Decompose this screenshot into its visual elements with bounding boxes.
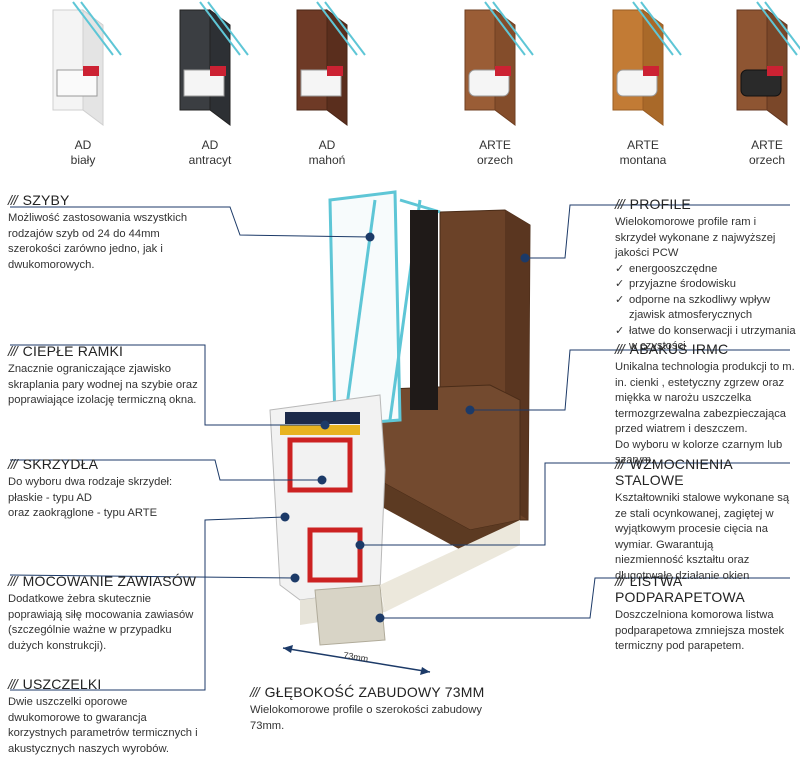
section-text: Możliwość zastosowania wszystkich rodzaj… bbox=[8, 212, 188, 271]
profile-thumbnail-icon bbox=[296, 1, 366, 126]
section-text: Unikalna technologia produkcji to m. in.… bbox=[615, 361, 795, 435]
variant-ad-mahon: AD mahoń bbox=[272, 0, 382, 168]
check-icon: ✓ bbox=[615, 293, 625, 306]
section-title-text: WZMOCNIENIA STALOWE bbox=[615, 456, 733, 488]
slash-decor: /// bbox=[8, 192, 18, 208]
profile-thumbnail-icon bbox=[179, 1, 249, 126]
variant-line1: ARTE bbox=[751, 138, 783, 152]
glass-pane bbox=[328, 190, 402, 427]
list-item-text: łatwe do konserwacji i utrzymania w czys… bbox=[629, 324, 796, 353]
variant-line1: AD bbox=[74, 138, 92, 152]
list-item: ✓ odporne na szkodliwy wpływ zjawisk atmo… bbox=[615, 293, 800, 324]
variant-line1: ARTE bbox=[627, 138, 659, 152]
section-text: Wielokomorowe profile ram i skrzydeł wyk… bbox=[615, 216, 776, 259]
check-icon: ✓ bbox=[615, 262, 625, 275]
list-item-text: energooszczędne bbox=[629, 262, 718, 275]
section-title: ///LISTWA PODPARAPETOWA bbox=[615, 573, 800, 605]
frame-horizontal bbox=[359, 384, 521, 531]
section-abakus-irmc: /// ABAKUS IRMC Unikalna technologia prod… bbox=[615, 341, 800, 469]
profile-thumbnail-icon bbox=[736, 1, 800, 126]
section-listwa-podparapetowa: ///LISTWA PODPARAPETOWA Doszczelniona ko… bbox=[615, 573, 800, 655]
slash-decor: /// bbox=[8, 573, 18, 589]
section-title: /// ABAKUS IRMC bbox=[615, 341, 800, 357]
section-szyby: /// SZYBY Możliwość zastosowania wszystki… bbox=[8, 192, 208, 273]
section-text: Dwie uszczelki oporowe dwukomorowe to gw… bbox=[8, 696, 198, 755]
variant-line1: ARTE bbox=[479, 138, 511, 152]
section-text-2: niezmienność kształtu oraz długotrwałe d… bbox=[615, 554, 750, 582]
profile-thumbnail-icon bbox=[52, 1, 122, 126]
slash-decor: /// bbox=[615, 573, 625, 589]
dimension-line bbox=[282, 647, 431, 673]
section-title-text: GŁĘBOKOŚĆ ZABUDOWY 73MM bbox=[264, 684, 485, 700]
slash-decor: /// bbox=[615, 196, 625, 212]
list-item-text: przyjazne środowisku bbox=[629, 278, 736, 290]
section-title-text: SZYBY bbox=[22, 192, 70, 208]
slash-decor: /// bbox=[250, 684, 260, 700]
frame-vertical bbox=[439, 209, 531, 521]
section-text: Wielokomorowe profile o szerokości zabud… bbox=[250, 704, 482, 732]
section-line: oraz zaokrąglone - typu ARTE bbox=[8, 507, 158, 519]
slash-decor: /// bbox=[615, 456, 625, 472]
list-item-text: odporne na szkodliwy wpływ zjawisk atmos… bbox=[629, 293, 771, 322]
slash-decor: /// bbox=[8, 456, 18, 472]
check-icon: ✓ bbox=[615, 324, 625, 337]
variant-ad-antracyt: AD antracyt bbox=[155, 0, 265, 168]
section-title: /// SKRZYDŁA bbox=[8, 456, 218, 472]
variant-line2: mahoń bbox=[308, 153, 346, 167]
profile-thumbnail-icon bbox=[464, 1, 534, 126]
section-title-text: LISTWA PODPARAPETOWA bbox=[615, 573, 745, 605]
section-cieple-ramki: /// CIEPŁE RAMKI Znacznie ograniczające z… bbox=[8, 343, 208, 409]
sill-profile bbox=[314, 584, 386, 646]
section-mocowanie-zawiasow: /// MOCOWANIE ZAWIASÓW Dodatkowe żebra sk… bbox=[8, 573, 208, 654]
section-skrzydla: /// SKRZYDŁA Do wyboru dwa rodzaje skrzyd… bbox=[8, 456, 218, 522]
variant-line2: antracyt bbox=[188, 153, 232, 167]
list-item: ✓ energooszczędne bbox=[615, 262, 800, 278]
variant-arte-orzech-2: ARTE orzech bbox=[712, 0, 800, 168]
section-wzmocnienia-stalowe: ///WZMOCNIENIA STALOWE Kształtowniki sta… bbox=[615, 456, 800, 584]
section-line: Do wyboru dwa rodzaje skrzydeł: bbox=[8, 476, 173, 488]
section-glebokosc-zabudowy: /// GŁĘBOKOŚĆ ZABUDOWY 73MM Wielokomorowe… bbox=[250, 684, 510, 734]
list-item: ✓ przyjazne środowisku bbox=[615, 277, 800, 293]
section-title: /// CIEPŁE RAMKI bbox=[8, 343, 208, 359]
section-title-text: MOCOWANIE ZAWIASÓW bbox=[22, 573, 197, 589]
section-title: ///WZMOCNIENIA STALOWE bbox=[615, 456, 800, 488]
profile-thumbnail-icon bbox=[612, 1, 682, 126]
section-title: /// USZCZELKI bbox=[8, 676, 198, 692]
section-text-2: Do wyboru w kolorze czarnym lub szarym. bbox=[615, 438, 783, 467]
slash-decor: /// bbox=[8, 676, 18, 692]
section-profile: /// PROFILE Wielokomorowe profile ram i s… bbox=[615, 196, 800, 355]
section-title-text: PROFILE bbox=[629, 196, 691, 212]
slash-decor: /// bbox=[8, 343, 18, 359]
slash-decor: /// bbox=[615, 341, 625, 357]
feature-list: ✓ energooszczędne ✓ przyjazne środowisku ✓… bbox=[615, 262, 800, 355]
variant-arte-montana: ARTE montana bbox=[588, 0, 698, 168]
check-icon: ✓ bbox=[615, 278, 625, 290]
dimension-label: 73mm bbox=[343, 650, 369, 664]
section-title: /// GŁĘBOKOŚĆ ZABUDOWY 73MM bbox=[250, 684, 510, 700]
variant-line2: biały bbox=[70, 153, 96, 167]
variant-line2: orzech bbox=[476, 153, 514, 167]
section-text: Znacznie ograniczające zjawisko skraplan… bbox=[8, 363, 198, 406]
section-title-text: USZCZELKI bbox=[22, 676, 102, 692]
variant-line1: AD bbox=[201, 138, 219, 152]
variant-line1: AD bbox=[318, 138, 336, 152]
section-line: płaskie - typu AD bbox=[8, 491, 92, 504]
section-title: /// MOCOWANIE ZAWIASÓW bbox=[8, 573, 208, 589]
section-text: Dodatkowe żebra skutecznie poprawiają si… bbox=[8, 593, 194, 652]
section-text: Kształtowniki stalowe wykonane są ze sta… bbox=[615, 492, 790, 551]
variant-arte-orzech: ARTE orzech bbox=[440, 0, 550, 168]
section-title-text: ABAKUS IRMC bbox=[629, 341, 729, 357]
section-uszczelki: /// USZCZELKI Dwie uszczelki oporowe dwuk… bbox=[8, 676, 198, 757]
section-text: Doszczelniona komorowa listwa podparapet… bbox=[615, 609, 785, 652]
variant-line2: montana bbox=[619, 153, 667, 167]
variant-line2: orzech bbox=[748, 153, 786, 167]
list-item: ✓ łatwe do konserwacji i utrzymania w czy… bbox=[615, 324, 800, 355]
variant-ad-bialy: AD biały bbox=[28, 0, 138, 168]
section-title-text: SKRZYDŁA bbox=[22, 456, 99, 472]
section-title: /// SZYBY bbox=[8, 192, 208, 208]
pvc-profile bbox=[269, 394, 386, 601]
section-title: /// PROFILE bbox=[615, 196, 800, 212]
section-title-text: CIEPŁE RAMKI bbox=[22, 343, 124, 359]
